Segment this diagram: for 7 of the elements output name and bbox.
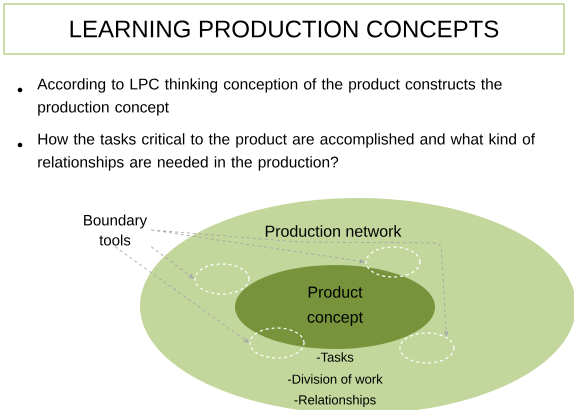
dashed-circle — [365, 246, 421, 278]
bullet-text: How the tasks critical to the product are accomplished and what kind of relationships are needed in the production? — [38, 133, 536, 171]
dashed-circle — [399, 332, 455, 364]
dashed-circle — [194, 263, 250, 295]
title-box: LEARNING PRODUCTION CONCEPTS — [4, 4, 564, 54]
bullet-text: According to LPC thinking conception of the product constructs the production concept — [37, 78, 502, 116]
dashed-circle — [249, 327, 305, 359]
